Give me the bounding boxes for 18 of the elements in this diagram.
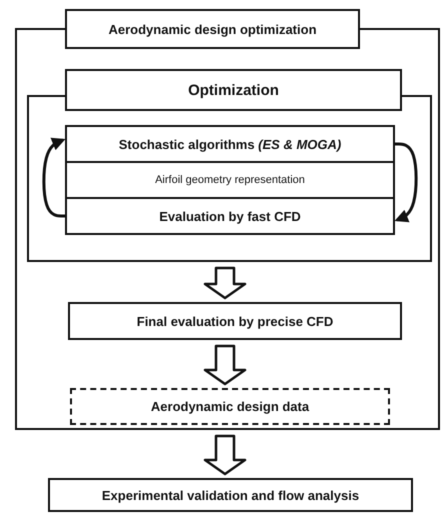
process-band xyxy=(65,163,395,197)
frame-heading: Aerodynamic design optimization xyxy=(108,22,317,36)
block-arrow xyxy=(204,434,246,476)
process-box xyxy=(48,478,413,512)
node-label: Stochastic algorithms (ES & MOGA) xyxy=(118,136,342,152)
block-arrow xyxy=(204,266,246,300)
loop-arrow xyxy=(394,142,418,222)
process-box xyxy=(65,197,395,235)
node-label: Experimental validation and flow analysis xyxy=(102,488,360,502)
output-box xyxy=(70,388,390,425)
node-label: Final evaluation by precise CFD xyxy=(136,314,334,328)
process-box xyxy=(68,302,402,340)
process-box xyxy=(65,125,395,163)
node-label: Airfoil geometry representation xyxy=(155,174,305,186)
node-label: Aerodynamic design data xyxy=(150,399,310,414)
node-label: Evaluation by fast CFD xyxy=(159,208,301,224)
frame-heading: Optimization xyxy=(188,82,279,98)
block-arrow xyxy=(204,344,246,386)
